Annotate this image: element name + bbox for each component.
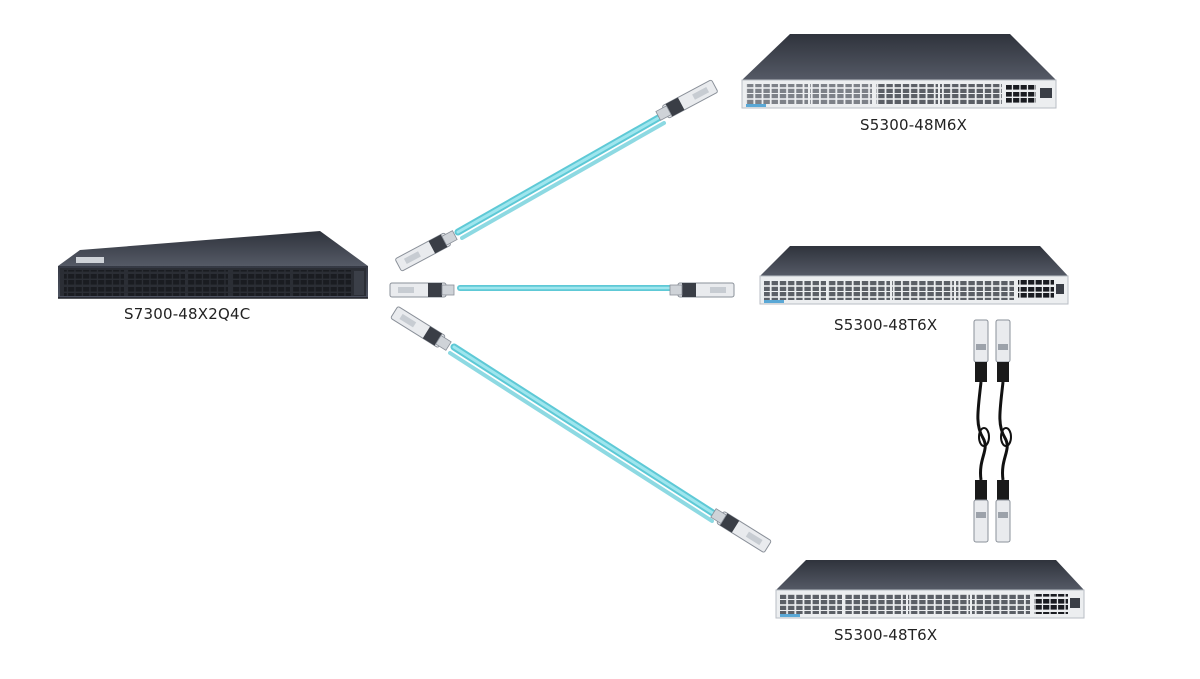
dac-cable-right	[995, 319, 1012, 543]
sfp-module-bottom-end	[710, 508, 772, 553]
access-switch-top-label: S5300-48M6X	[860, 116, 968, 134]
sfp-module-core-middle	[389, 282, 455, 298]
core-switch	[58, 231, 368, 299]
access-switch-top	[741, 34, 1057, 109]
access-switch-middle-label: S5300-48T6X	[834, 316, 938, 334]
fiber-link-core-to-bottom	[448, 343, 720, 523]
dac-cable-left	[973, 319, 990, 543]
core-switch-label: S7300-48X2Q4C	[124, 305, 251, 323]
fiber-link-core-to-top	[454, 113, 666, 240]
sfp-module-core-top	[395, 230, 458, 272]
access-switch-bottom	[775, 560, 1085, 619]
access-switch-middle	[759, 246, 1069, 305]
sfp-module-top-end	[655, 79, 718, 121]
sfp-module-middle-end	[669, 282, 735, 298]
access-switch-bottom-label: S5300-48T6X	[834, 626, 938, 644]
sfp-module-core-bottom	[390, 306, 452, 351]
